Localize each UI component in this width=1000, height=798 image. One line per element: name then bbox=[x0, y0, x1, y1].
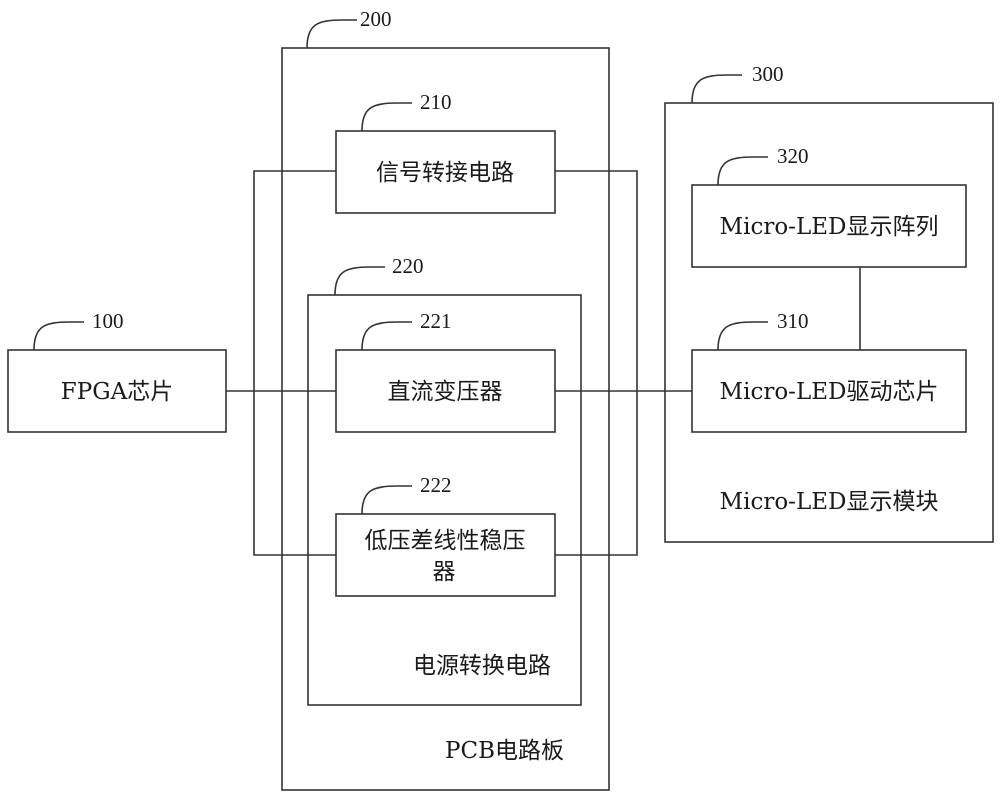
display-module-label: Micro-LED显示模块 bbox=[720, 489, 939, 515]
signal-adapter-ref-number: 210 bbox=[420, 90, 452, 114]
display-array: 320 Micro-LED显示阵列 bbox=[691, 144, 967, 268]
display-module-ref-leader bbox=[691, 74, 742, 104]
pcb-board-frame bbox=[281, 47, 610, 791]
wire-left-bus bbox=[253, 170, 336, 556]
dc-transformer-ref-leader bbox=[361, 321, 412, 351]
signal-adapter-circuit: 210 信号转接电路 bbox=[335, 90, 556, 214]
pcb-ref-number: 200 bbox=[360, 7, 392, 31]
power-conversion-circuit: 220 电源转换电路 bbox=[307, 254, 582, 706]
display-array-ref-leader bbox=[717, 156, 768, 186]
fpga-ref-number: 100 bbox=[92, 309, 124, 333]
driver-chip-box bbox=[691, 349, 967, 433]
connection-wires bbox=[226, 170, 861, 556]
ldo-label-line1: 低压差线性稳压 bbox=[365, 528, 526, 554]
fpga-ref-leader bbox=[33, 321, 84, 351]
ldo-ref-leader bbox=[361, 485, 412, 515]
dc-transformer-ref-number: 221 bbox=[420, 309, 452, 333]
fpga-chip-box bbox=[7, 349, 227, 433]
signal-adapter-ref-leader bbox=[361, 102, 412, 132]
dc-transformer-label: 直流变压器 bbox=[388, 379, 503, 405]
ldo-label-line2: 器 bbox=[433, 559, 456, 585]
dc-transformer: 221 直流变压器 bbox=[335, 309, 556, 433]
ldo-regulator-box bbox=[335, 513, 556, 597]
signal-adapter-box bbox=[335, 130, 556, 214]
power-conversion-ref-leader bbox=[334, 266, 385, 296]
display-array-box bbox=[691, 184, 967, 268]
fpga-chip: 100 FPGA芯片 bbox=[7, 309, 227, 433]
display-module-frame bbox=[664, 102, 994, 543]
driver-chip-label: Micro-LED驱动芯片 bbox=[720, 379, 939, 405]
pcb-ref-leader bbox=[306, 19, 357, 49]
power-conversion-frame bbox=[307, 294, 582, 706]
display-array-ref-number: 320 bbox=[777, 144, 809, 168]
driver-chip-ref-leader bbox=[717, 321, 768, 351]
ldo-ref-number: 222 bbox=[420, 473, 452, 497]
driver-chip: 310 Micro-LED驱动芯片 bbox=[691, 309, 967, 433]
power-conversion-label: 电源转换电路 bbox=[413, 653, 551, 679]
signal-adapter-label: 信号转接电路 bbox=[376, 160, 514, 186]
fpga-chip-label: FPGA芯片 bbox=[61, 379, 173, 405]
display-module-ref-number: 300 bbox=[752, 62, 784, 86]
display-module: 300 Micro-LED显示模块 bbox=[664, 62, 994, 543]
pcb-board: 200 PCB电路板 bbox=[281, 7, 610, 791]
wire-right-bus bbox=[555, 170, 638, 556]
dc-transformer-box bbox=[335, 349, 556, 433]
ldo-regulator: 222 低压差线性稳压 器 bbox=[335, 473, 556, 597]
display-array-label: Micro-LED显示阵列 bbox=[720, 214, 939, 240]
power-conversion-ref-number: 220 bbox=[392, 254, 424, 278]
driver-chip-ref-number: 310 bbox=[777, 309, 809, 333]
pcb-board-label: PCB电路板 bbox=[445, 738, 564, 764]
